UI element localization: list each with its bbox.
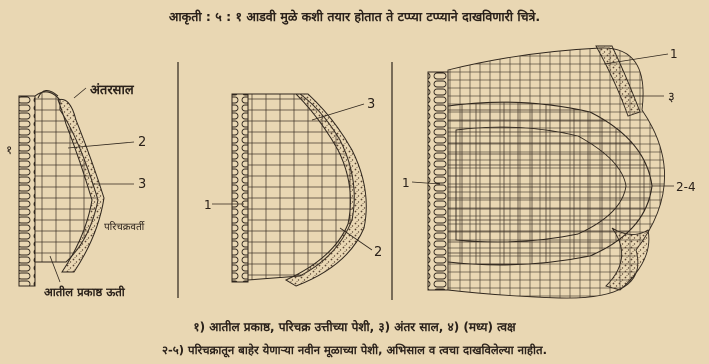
caption-line-2: २-५) परिचक्रातून बाहेर येणाऱ्या नवीन मूळ… <box>0 343 709 358</box>
panel-1-label-antarsal: अंतरसाल <box>90 82 135 98</box>
panel-1-label-3: 3 <box>138 177 146 192</box>
panel-3-label-3: ३ <box>668 90 675 105</box>
panel-2-label-1: 1 <box>204 198 212 212</box>
panel-3-label-2-4: 2-4 <box>676 180 696 194</box>
panel-3-label-1-top: 1 <box>670 47 678 61</box>
panel-1-label-paricakra: परिचक्रवर्ती <box>104 221 145 233</box>
caption-line-1: १) आतील प्रकाष्ठ, परिचक्र उत्तीच्या पेशी… <box>0 318 709 335</box>
panel-2-label-3: 3 <box>367 97 375 112</box>
panel-3-xylem <box>428 72 448 290</box>
panel-2-xylem <box>232 94 248 282</box>
panel-2-diagram <box>232 94 366 286</box>
panel-1-xylem <box>19 96 35 286</box>
panel-1-label-atil-prakashth: आतील प्रकाष्ठ ऊती <box>44 285 126 299</box>
panel-1-diagram <box>19 90 104 286</box>
panel-1-label-2: 2 <box>138 135 146 150</box>
panel-3-label-1-left: 1 <box>402 176 410 190</box>
panel-2-label-2: 2 <box>374 245 382 260</box>
panel-1-label-mark-1: १ <box>6 143 12 157</box>
panel-3-diagram <box>428 46 665 298</box>
